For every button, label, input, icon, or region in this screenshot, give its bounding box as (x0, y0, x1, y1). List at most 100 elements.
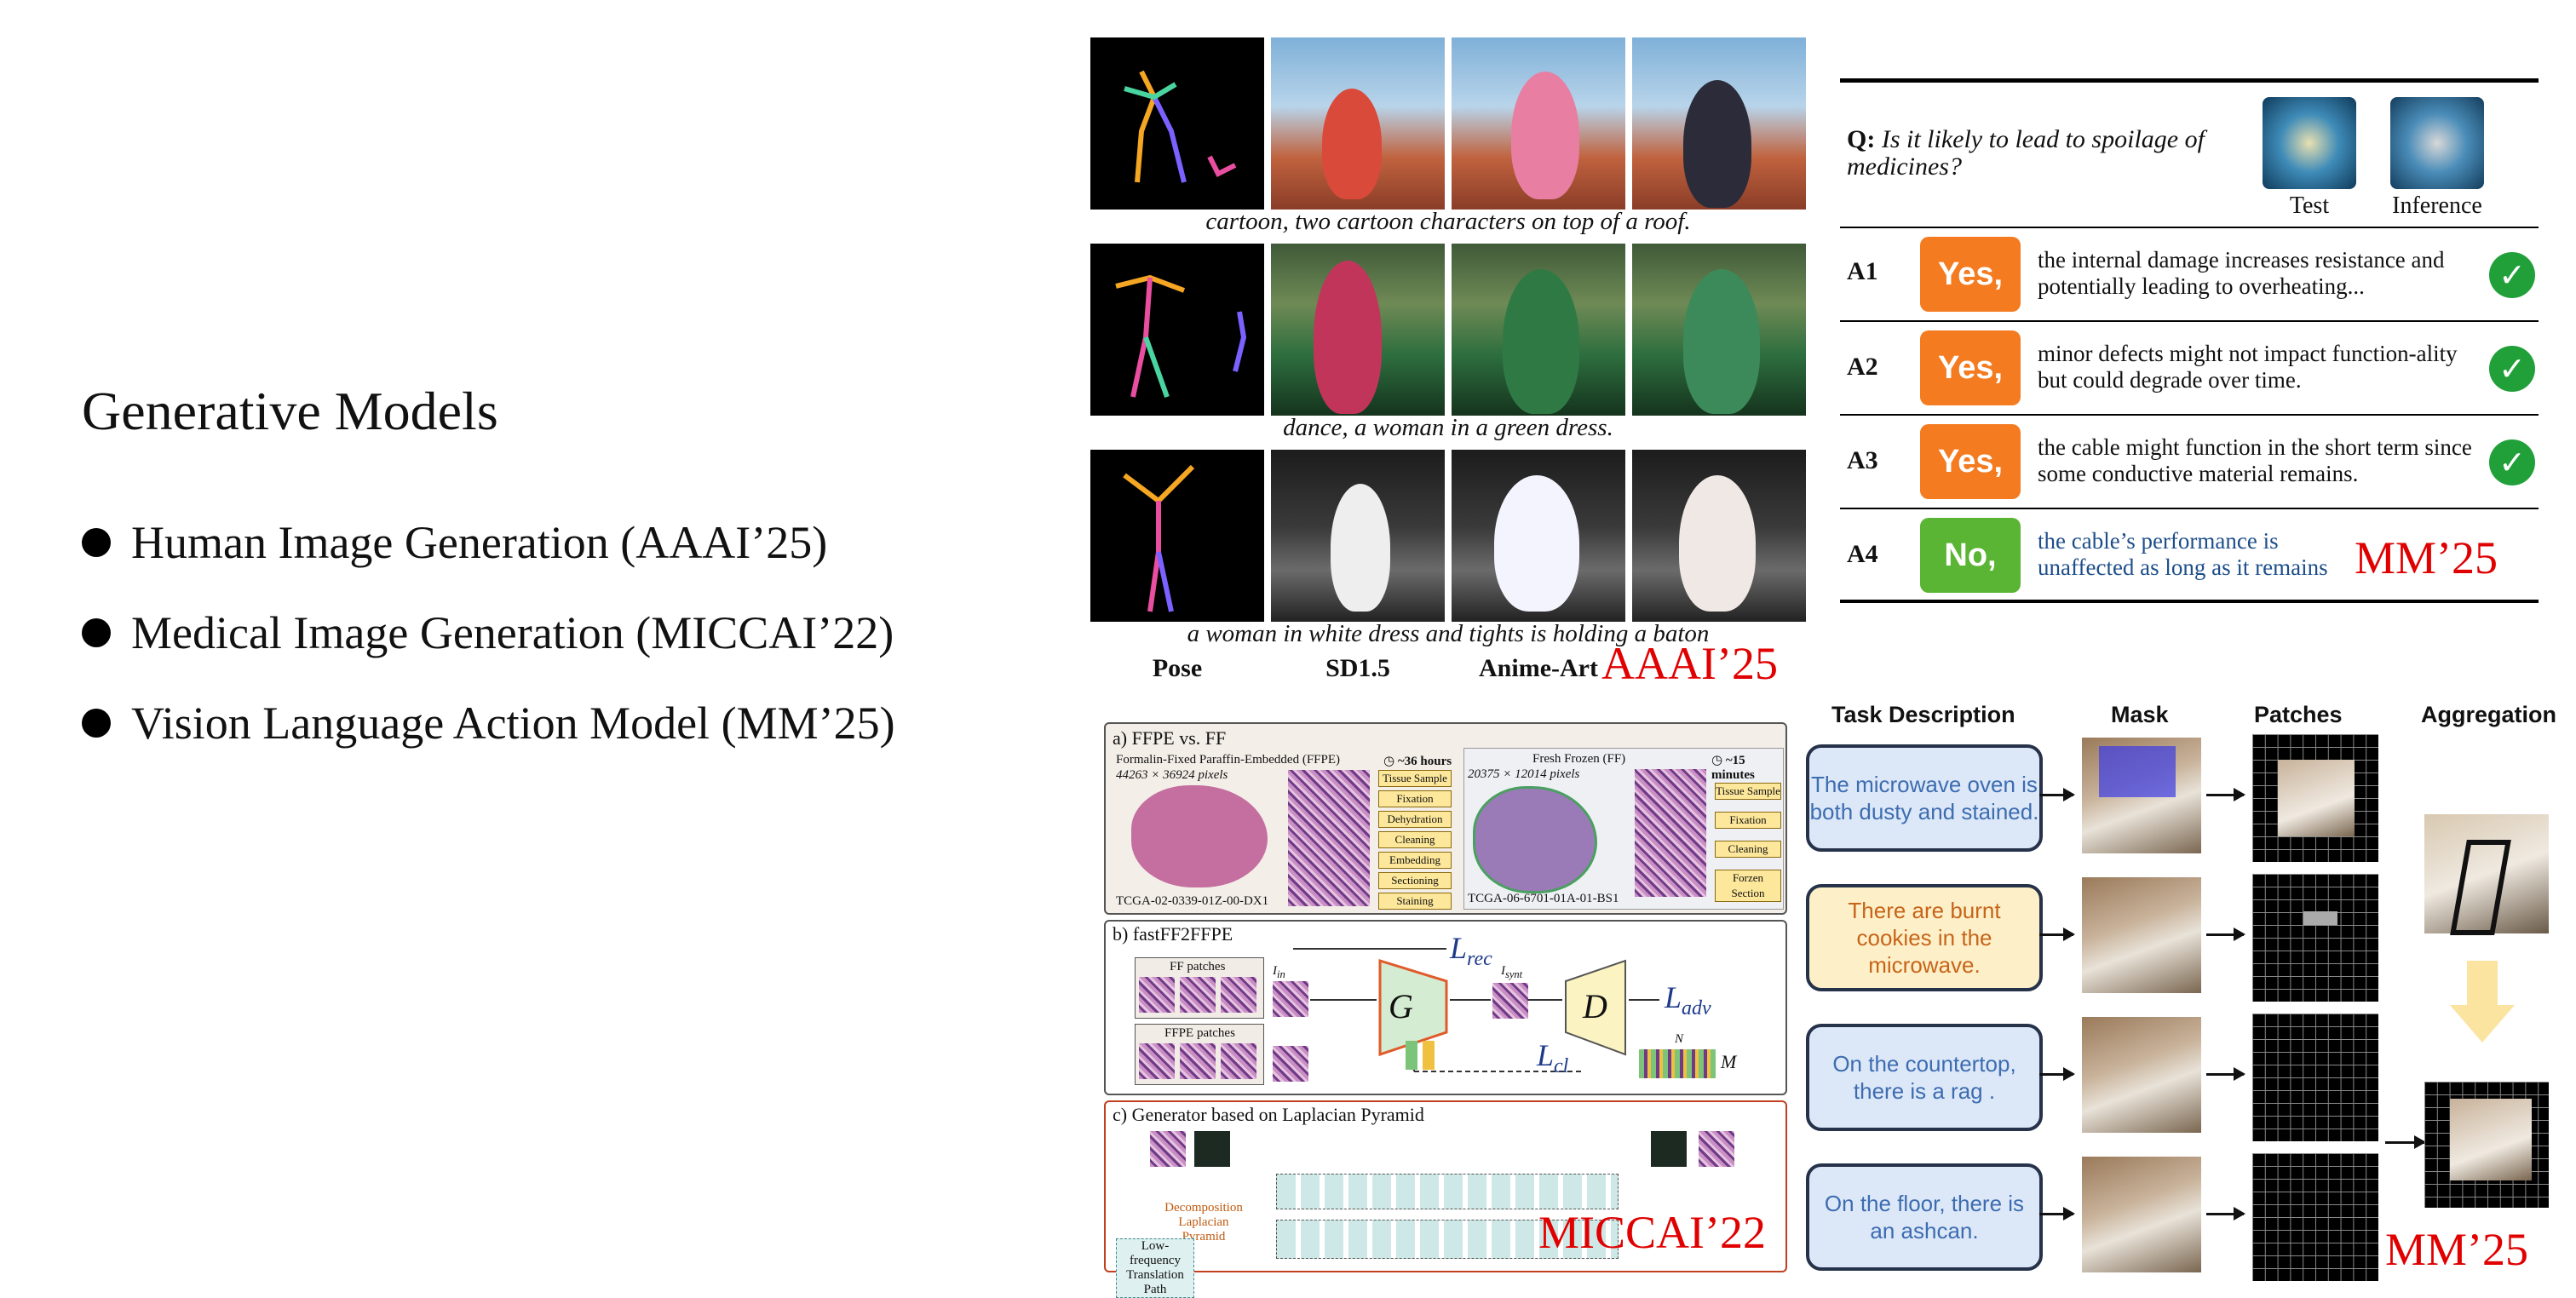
generated-image (1632, 450, 1806, 622)
ffpe-vs-ff-box: a) FFPE vs. FF Formalin-Fixed Paraffin-E… (1104, 722, 1787, 915)
task-description: On the floor, there is an ashcan. (1806, 1163, 2043, 1271)
generator-label: G (1389, 987, 1413, 1025)
generated-image (1632, 37, 1806, 210)
mask-image (2082, 1157, 2201, 1272)
answer-label: A1 (1847, 257, 1878, 285)
caption: dance, a woman in a green dress. (1283, 414, 1613, 441)
target-patch (1273, 1046, 1308, 1082)
arrow-icon (2039, 928, 2075, 941)
ffpe-step: Staining (1378, 893, 1452, 910)
low-frequency-label: Low-frequency Translation Path (1116, 1238, 1194, 1298)
negative-bank (1639, 1049, 1716, 1078)
pose-skeleton (1123, 464, 1195, 612)
ffpe-step: Dehydration (1378, 811, 1452, 828)
arrow-icon (2039, 788, 2075, 801)
question-text: Is it likely to lead to spoilage of medi… (1847, 125, 2205, 181)
yes-badge: Yes, (1920, 424, 2021, 499)
table-rule (1840, 600, 2539, 603)
ffpe-step: Cleaning (1378, 831, 1452, 848)
column-label: Anime-Art (1479, 654, 1598, 682)
low-freq-path (1276, 1220, 1619, 1259)
test-image (2263, 97, 2356, 189)
table-rule (1840, 227, 2539, 228)
m-label: M (1721, 1051, 1737, 1072)
column-label: SD1.5 (1325, 654, 1390, 682)
generated-image (1452, 244, 1625, 416)
ff-pixels: 20375 × 12014 pixels (1468, 767, 1580, 781)
yes-badge: Yes, (1920, 237, 2021, 312)
feature-map (1194, 1131, 1230, 1167)
ffpe-tissue (1131, 785, 1268, 887)
generator-shape (1378, 958, 1448, 1057)
ffpe-step: Embedding (1378, 852, 1452, 869)
check-icon: ✓ (2489, 439, 2535, 485)
patch (1221, 1043, 1256, 1079)
bullet-dot (82, 528, 111, 557)
arrow-icon (2206, 928, 2245, 941)
input-patch (1273, 981, 1308, 1017)
i-in-label: Iin (1273, 964, 1285, 980)
l-adv-label: Ladv (1665, 980, 1711, 1020)
table-rule (1840, 320, 2539, 322)
image-label: Inference (2392, 192, 2482, 219)
arrow-icon (2385, 1135, 2426, 1149)
generated-image (1271, 244, 1445, 416)
ff-tissue (1473, 786, 1597, 893)
patch-grid (2252, 1014, 2378, 1141)
generated-image (1271, 37, 1445, 210)
network-diagram (1293, 948, 1659, 1072)
ff-label: Fresh Frozen (FF) (1532, 752, 1626, 766)
patch (1139, 977, 1175, 1013)
aggregated-image (2424, 814, 2549, 935)
generated-image (1271, 450, 1445, 622)
panel-title: b) fastFF2FFPE (1113, 923, 1233, 945)
table-rule (1840, 414, 2539, 416)
n-label: N (1675, 1032, 1684, 1046)
synthetic-patch (1492, 983, 1528, 1019)
l-cl-label: Lcl (1537, 1038, 1569, 1078)
column-header: Mask (2111, 702, 2169, 727)
inference-image (2390, 97, 2484, 189)
task-description: There are burnt cookies in the microwave… (1806, 884, 2043, 991)
question: Q: Is it likely to lead to spoilage of m… (1847, 126, 2247, 181)
fastff2ffpe-box: b) fastFF2FFPE FF patches FFPE patches I… (1104, 920, 1787, 1095)
panel-title: c) Generator based on Laplacian Pyramid (1113, 1104, 1424, 1125)
section-title: Generative Models (82, 381, 498, 441)
bullet-text: Medical Image Generation (MICCAI’22) (131, 607, 894, 658)
venue-label: MM’25 (2355, 532, 2498, 583)
venue-label: MM’25 (2385, 1224, 2529, 1275)
discriminator-label: D (1583, 987, 1607, 1025)
ff-step: Tissue Sample (1715, 783, 1781, 800)
answer-text: the cable’s performance is unaffected as… (2038, 528, 2328, 583)
arrow-icon (2206, 788, 2245, 801)
column-header: Patches (2254, 702, 2343, 727)
bullet-text: Human Image Generation (AAAI’25) (131, 517, 828, 568)
mask-image (2082, 738, 2201, 853)
patch-grid (2252, 874, 2378, 1002)
venue-label: MICCAI’22 (1538, 1207, 1766, 1258)
answer-text: minor defects might not impact function-… (2038, 341, 2458, 393)
task-description: The microwave oven is both dusty and sta… (1806, 744, 2043, 852)
generated-image (1632, 244, 1806, 416)
down-arrow-icon-head (2450, 1005, 2515, 1042)
patch (1139, 1043, 1175, 1079)
column-header: Task Description (1831, 702, 2015, 727)
bullet-item: Medical Image Generation (MICCAI’22) (82, 606, 894, 659)
panel-title: a) FFPE vs. FF (1113, 727, 1227, 749)
clock-label: ◷ ~15 minutes (1711, 754, 1755, 782)
ffpe-label: Formalin-Fixed Paraffin-Embedded (FFPE) (1116, 753, 1341, 767)
task-description: On the countertop, there is a rag . (1806, 1024, 2043, 1131)
pose-skeleton (1124, 70, 1237, 183)
i-synt-label: Isynt (1501, 964, 1523, 980)
answer-label: A2 (1847, 353, 1878, 381)
ff-patches-box: FF patches (1135, 957, 1264, 1019)
generated-image (1452, 450, 1625, 622)
feature-map (1651, 1131, 1687, 1167)
input-patch (1150, 1131, 1186, 1167)
clock-label: ◷ ~36 hours (1383, 755, 1452, 768)
ff-step: Fixation (1715, 812, 1781, 829)
pose-skeleton (1115, 274, 1247, 399)
no-badge: No, (1920, 518, 2021, 593)
patch-grid (2252, 734, 2378, 862)
answer-label: A4 (1847, 540, 1878, 568)
